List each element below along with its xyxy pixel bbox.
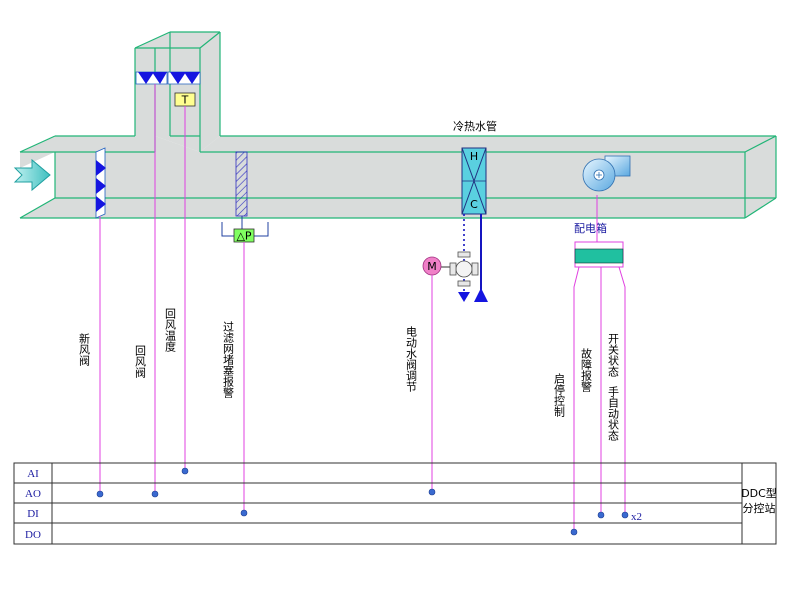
temp-sensor-label: T bbox=[181, 94, 189, 107]
signal-lines bbox=[99, 84, 626, 532]
switch-status-label: 开关状态 bbox=[607, 333, 620, 377]
fresh-air-damper-icon bbox=[95, 147, 106, 219]
air-duct bbox=[19, 31, 777, 219]
station-label-line1: DDC型 bbox=[741, 486, 777, 500]
valve-adjust-label: 电动水阀调节 bbox=[405, 326, 418, 392]
return-damper-label: 回风阀 bbox=[134, 345, 147, 379]
power-box-label: 配电箱 bbox=[574, 221, 607, 235]
coil-heat-label: H bbox=[470, 150, 478, 163]
air-intake-arrow-icon bbox=[13, 158, 51, 192]
filter-icon bbox=[235, 151, 248, 217]
return-air-damper-icon bbox=[135, 71, 201, 85]
filter-alarm-label: 过滤网堵塞报警 bbox=[222, 321, 235, 398]
coil-cool-label: C bbox=[470, 198, 478, 211]
motorized-valve-icon: M bbox=[422, 251, 479, 287]
io-table: AI AO DI DO DDC型 分控站 bbox=[13, 462, 777, 545]
dp-label: △P bbox=[236, 230, 251, 243]
io-row-ao: AO bbox=[25, 488, 41, 500]
station-label-line2: 分控站 bbox=[743, 501, 776, 515]
fault-alarm-label: 故障报警 bbox=[580, 347, 593, 392]
connection-points bbox=[96, 467, 629, 536]
x2-label: x2 bbox=[631, 511, 642, 523]
io-row-ai: AI bbox=[27, 468, 39, 480]
supply-fan-icon bbox=[582, 155, 631, 192]
water-pipe bbox=[458, 214, 488, 302]
signal-labels: 新风阀 回风阀 回风温度 过滤网堵塞报警 电动水阀调节 启停控制 故障报警 开关… bbox=[78, 308, 620, 441]
differential-pressure-switch: △P bbox=[221, 216, 269, 243]
temperature-sensor: T bbox=[174, 92, 196, 107]
power-distribution-box bbox=[574, 195, 624, 268]
heating-cooling-coil: H C bbox=[461, 147, 487, 215]
motor-label: M bbox=[427, 260, 437, 273]
fresh-damper-label: 新风阀 bbox=[78, 332, 91, 367]
io-row-do: DO bbox=[25, 529, 41, 541]
start-stop-label: 启停控制 bbox=[553, 373, 566, 417]
return-temp-label: 回风温度 bbox=[164, 308, 177, 353]
water-pipe-label: 冷热水管 bbox=[453, 119, 497, 133]
auto-status-label: 手自动状态 bbox=[607, 385, 620, 441]
io-row-di: DI bbox=[27, 508, 39, 520]
